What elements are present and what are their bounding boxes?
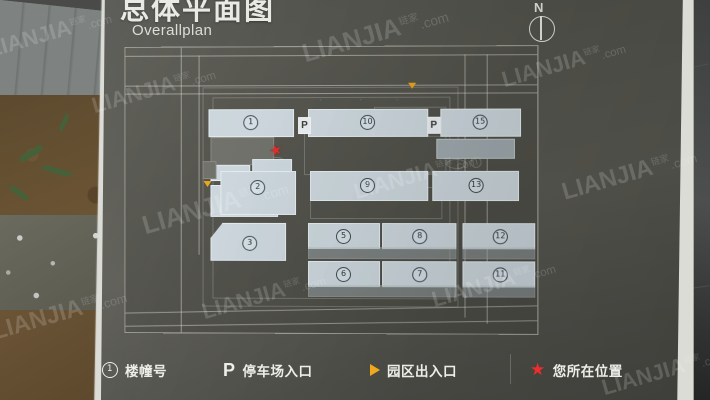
legend-item-building-number: 1 楼幢号 <box>102 360 167 380</box>
site-marker: ▫ <box>360 96 362 102</box>
park-entrance-marker-icon <box>408 82 417 89</box>
parking-entrance-marker: P <box>298 117 312 135</box>
road-line <box>125 320 538 327</box>
triangle-entrance-icon <box>370 364 380 376</box>
page-title-cn: 总体平面图 <box>120 0 276 26</box>
building-number: 13 <box>468 177 484 194</box>
building-number: 2 <box>250 180 266 195</box>
compass-ring-icon <box>529 16 555 42</box>
podium-strip <box>308 284 457 298</box>
building-number: 11 <box>492 267 508 283</box>
legend-label: 停车场入口 <box>242 364 313 379</box>
star-icon: ★ <box>530 360 546 379</box>
compass-north-label: N <box>534 0 544 15</box>
podium-strip <box>308 246 457 260</box>
parking-entrance-marker: P <box>427 116 441 134</box>
building-block <box>202 161 217 180</box>
building-number: 5 <box>335 229 352 245</box>
compass-rose: N <box>524 0 558 48</box>
page-title-en: Overallplan <box>132 22 213 39</box>
road-name-label <box>252 312 257 319</box>
circled-number-icon: 1 <box>102 362 118 378</box>
legend-label: 园区出入口 <box>387 364 457 379</box>
plot-boundary <box>470 156 482 168</box>
legend-item-parking-entrance: P 停车场入口 <box>223 360 313 380</box>
site-marker: ▫ <box>320 97 322 103</box>
building-number: 6 <box>335 267 352 283</box>
parking-icon: P <box>223 360 236 380</box>
building-number: 9 <box>360 177 376 194</box>
road-line <box>125 54 538 57</box>
road-name-label <box>336 312 341 319</box>
building-number: 10 <box>360 114 376 130</box>
podium-strip <box>462 247 536 260</box>
building-number: 3 <box>242 235 258 251</box>
compass-needle-icon <box>540 16 542 40</box>
legend-divider <box>510 354 511 384</box>
plot-boundary <box>304 132 447 176</box>
building-number: 7 <box>412 267 428 283</box>
road-name-label <box>420 312 425 319</box>
site-marker: ▫ <box>396 96 398 102</box>
park-entrance-marker-icon <box>203 181 212 188</box>
building-number: 1 <box>243 115 259 131</box>
road-line <box>180 47 182 333</box>
building-number: 12 <box>492 229 508 245</box>
legend-label: 楼幢号 <box>125 364 167 379</box>
plot-boundary <box>446 158 467 169</box>
site-plan-map: 1 10 15 P P ★ 2 9 13 3 5 8 12 <box>124 45 539 335</box>
building-number: 15 <box>472 114 488 130</box>
road-name-label <box>169 311 174 318</box>
legend-label: 您所在位置 <box>552 364 623 379</box>
podium-strip <box>462 285 536 298</box>
legend-item-park-entrance: 园区出入口 <box>370 360 457 380</box>
legend-item-you-are-here: ★ 您所在位置 <box>530 360 623 380</box>
map-legend: 1 楼幢号 P 停车场入口 园区出入口 ★ 您所在位置 <box>98 352 674 388</box>
building-number: 8 <box>412 229 428 245</box>
road-line <box>198 55 200 255</box>
